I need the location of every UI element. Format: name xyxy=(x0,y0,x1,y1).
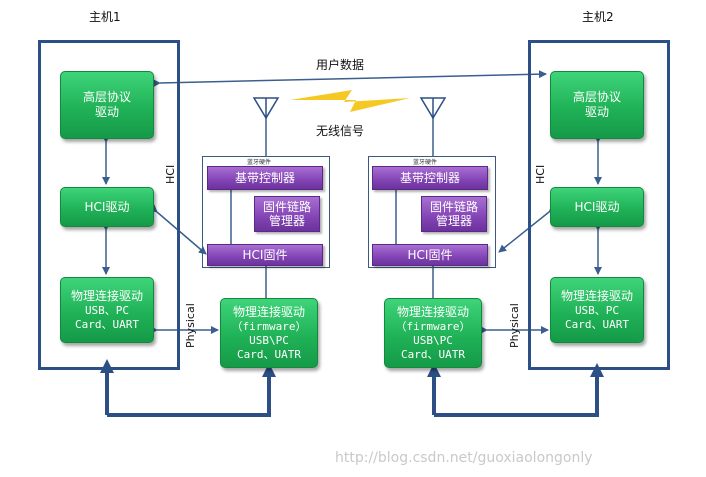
host2-phys-driver: 物理连接驱动 USB、PC Card、UART xyxy=(550,277,644,343)
host1-bottom-loop xyxy=(105,368,271,417)
chip1-frame xyxy=(202,156,330,268)
host2-upper-driver: 高层协议驱动 xyxy=(550,71,644,139)
host1-hci-label: HCI xyxy=(164,164,177,184)
host2-hci-label: HCI xyxy=(534,164,547,184)
host1-frame xyxy=(38,40,180,370)
chip1-link-manager: 固件链路管理器 xyxy=(254,196,320,232)
host2-hci-link-arrow xyxy=(498,204,557,253)
chip1-hci-firmware: HCI固件 xyxy=(207,244,323,266)
host1-upper-driver: 高层协议驱动 xyxy=(60,71,154,139)
host2-bottom-loop xyxy=(432,372,599,417)
host1-title: 主机1 xyxy=(89,10,121,24)
antenna-icon xyxy=(419,97,447,120)
host2-frame xyxy=(528,40,670,370)
user-data-label: 用户数据 xyxy=(316,58,365,72)
host1-hci-driver: HCI驱动 xyxy=(60,187,154,227)
chip2-hci-firmware: HCI固件 xyxy=(372,244,488,266)
host1-physical-label: Physical xyxy=(184,303,197,348)
chip1-baseband: 基带控制器 xyxy=(207,166,323,190)
chip2-frame xyxy=(368,156,496,268)
chip2-link-manager: 固件链路管理器 xyxy=(421,196,487,232)
host1-hci-link-arrow xyxy=(149,204,207,255)
host1-phys-driver: 物理连接驱动 USB、PC Card、UART xyxy=(60,277,154,343)
wireless-label: 无线信号 xyxy=(316,124,365,138)
antenna-icon xyxy=(252,97,280,120)
chip2-tag: 蓝牙硬件 xyxy=(413,159,438,166)
host2-title: 主机2 xyxy=(582,10,614,24)
lightning-icon xyxy=(290,90,410,112)
chip2-baseband: 基带控制器 xyxy=(372,166,488,190)
watermark: http://blog.csdn.net/guoxiaolongonly xyxy=(335,450,593,466)
chip1-phys-driver: 物理连接驱动 （firmware） USB\PC Card、UATR xyxy=(220,298,318,368)
host2-physical-label: Physical xyxy=(508,303,521,348)
user-data-arrow xyxy=(152,70,547,88)
chip2-phys-driver: 物理连接驱动 （firmware） USB\PC Card、UATR xyxy=(384,298,482,368)
chip1-tag: 蓝牙硬件 xyxy=(247,159,272,166)
host2-hci-driver: HCI驱动 xyxy=(550,187,644,227)
